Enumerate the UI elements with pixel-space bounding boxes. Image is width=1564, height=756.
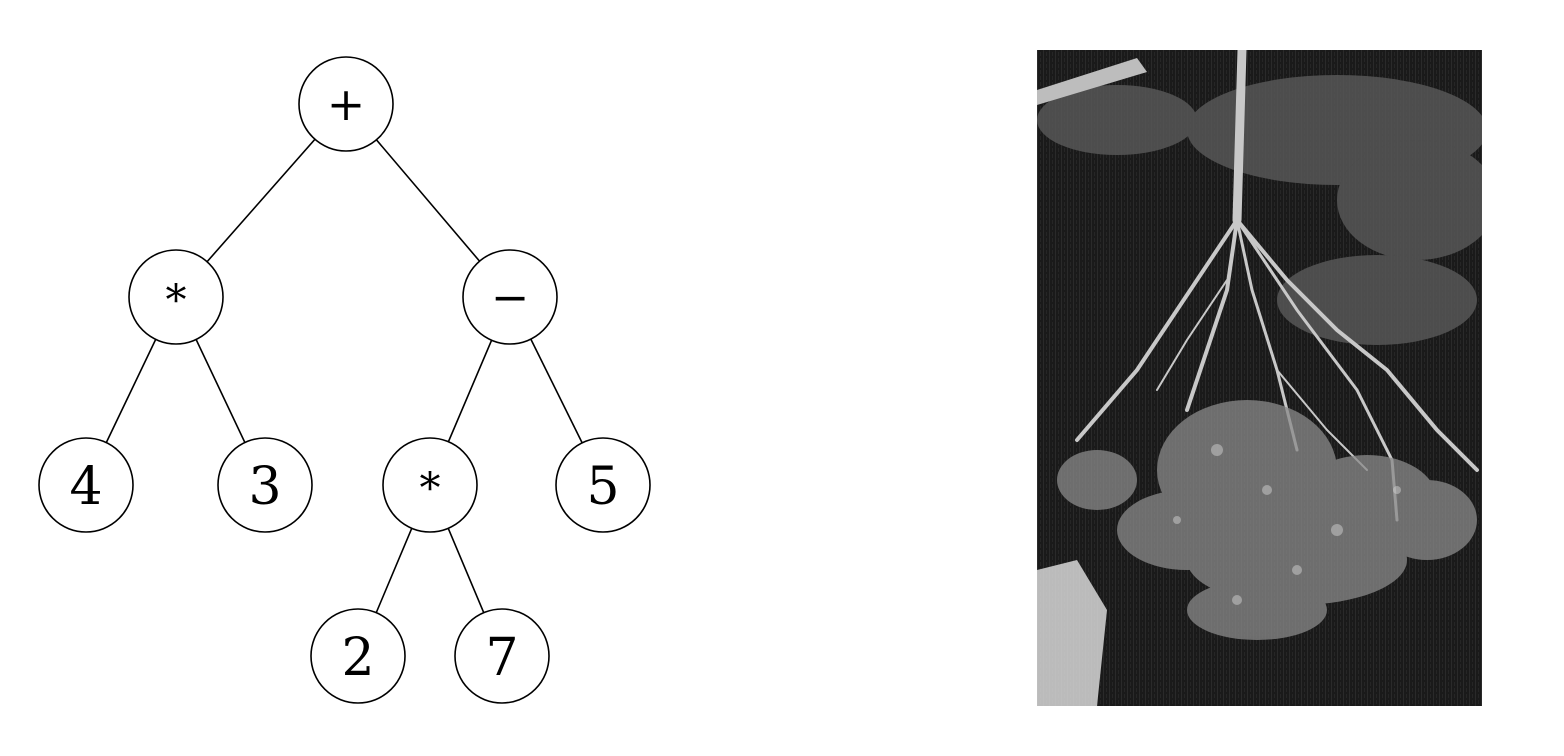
node-circle [217, 437, 313, 533]
foliage-highlights [1173, 444, 1401, 605]
node-circle [310, 608, 406, 704]
node-label: 3 [248, 457, 281, 517]
node-label: 2 [341, 628, 374, 688]
node-circle [298, 56, 394, 152]
node-label: 7 [485, 628, 518, 688]
upper-foliage [1037, 75, 1482, 345]
tree-node-5: 5 [555, 437, 651, 533]
node-label: * [420, 464, 441, 513]
tree-node-mul-left: * [128, 249, 224, 345]
tree-node-mul-inner: * [382, 437, 478, 533]
node-circle [555, 437, 651, 533]
node-label: * [166, 276, 187, 325]
node-circle [454, 608, 550, 704]
photo-illustration [1037, 50, 1482, 706]
node-label: − [491, 270, 530, 324]
node-label: + [327, 77, 366, 131]
tree-node-2: 2 [310, 608, 406, 704]
expression-tree-diagram: + * − 4 3 * 5 2 7 [38, 56, 651, 704]
lower-foliage [1057, 400, 1477, 640]
tree-node-root: + [298, 56, 394, 152]
inverted-tree-photo [1037, 50, 1482, 706]
tree-node-4: 4 [38, 437, 134, 533]
node-label: 4 [69, 457, 102, 517]
tree-node-minus: − [462, 249, 558, 345]
tree-node-3: 3 [217, 437, 313, 533]
node-circle [38, 437, 134, 533]
rock-bright [1037, 560, 1107, 706]
node-label: 5 [586, 457, 619, 517]
fallen-log [1037, 58, 1147, 105]
node-circle [382, 437, 478, 533]
tree-edges [85, 103, 604, 657]
node-circle [128, 249, 224, 345]
node-circle [462, 249, 558, 345]
tree-node-7: 7 [454, 608, 550, 704]
